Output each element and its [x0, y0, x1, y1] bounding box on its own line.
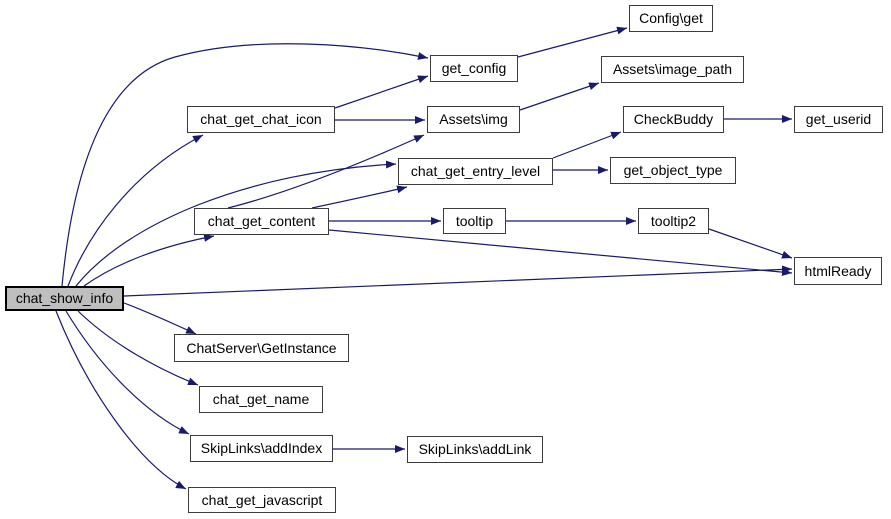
edge-chat_show_info-to-skiplinks_addindex: [65, 310, 190, 435]
node-chat_get_javascript[interactable]: chat_get_javascript: [188, 487, 336, 513]
node-get_config[interactable]: get_config: [430, 55, 518, 82]
node-get_object_type[interactable]: get_object_type: [610, 157, 736, 184]
node-chat_get_content[interactable]: chat_get_content: [194, 208, 329, 235]
node-chat_show_info: chat_show_info: [5, 286, 124, 311]
node-chat_get_entry_level[interactable]: chat_get_entry_level: [398, 158, 553, 185]
node-skiplinks_addlink[interactable]: SkipLinks\addLink: [407, 436, 543, 463]
edge-assets_img-to-assets_image_path: [519, 82, 600, 111]
edge-chat_show_info-to-html_ready: [123, 265, 793, 297]
edge-tooltip2-to-html_ready: [708, 228, 793, 259]
node-skiplinks_addindex[interactable]: SkipLinks\addIndex: [190, 435, 333, 462]
node-config_get[interactable]: Config\get: [629, 5, 713, 32]
edge-chat_show_info-to-chat_get_javascript: [55, 310, 187, 490]
edge-chat_show_info-to-chat_get_content: [83, 233, 215, 287]
edge-chat_get_entry_level-to-check_buddy: [552, 131, 622, 159]
edge-chat_show_info-to-chatserver_getinstance: [123, 302, 197, 335]
edge-chat_get_chat_icon-to-get_config: [334, 75, 429, 109]
edge-chat_show_info-to-chat_get_name: [77, 310, 199, 386]
node-check_buddy[interactable]: CheckBuddy: [623, 106, 724, 133]
node-tooltip2[interactable]: tooltip2: [638, 208, 709, 234]
node-assets_img[interactable]: Assets\img: [427, 106, 520, 133]
edge-chat_show_info-to-get_config: [61, 43, 429, 287]
edge-chat_get_content-to-assets_img: [227, 134, 425, 209]
edge-get_config-to-config_get: [517, 26, 628, 58]
edge-chat_show_info-to-chat_get_entry_level: [75, 160, 397, 287]
node-html_ready[interactable]: htmlReady: [794, 257, 882, 285]
node-chat_get_chat_icon[interactable]: chat_get_chat_icon: [187, 106, 335, 133]
edge-chat_show_info-to-chat_get_chat_icon: [67, 134, 204, 287]
edge-chat_get_content-to-chat_get_entry_level: [311, 185, 408, 209]
node-tooltip[interactable]: tooltip: [443, 208, 506, 234]
node-assets_image_path[interactable]: Assets\image_path: [601, 56, 744, 83]
node-chat_get_name[interactable]: chat_get_name: [199, 386, 323, 413]
node-get_userid[interactable]: get_userid: [794, 106, 883, 133]
edge-chat_get_content-to-html_ready: [328, 229, 793, 277]
node-chatserver_getinstance[interactable]: ChatServer\GetInstance: [174, 334, 349, 362]
